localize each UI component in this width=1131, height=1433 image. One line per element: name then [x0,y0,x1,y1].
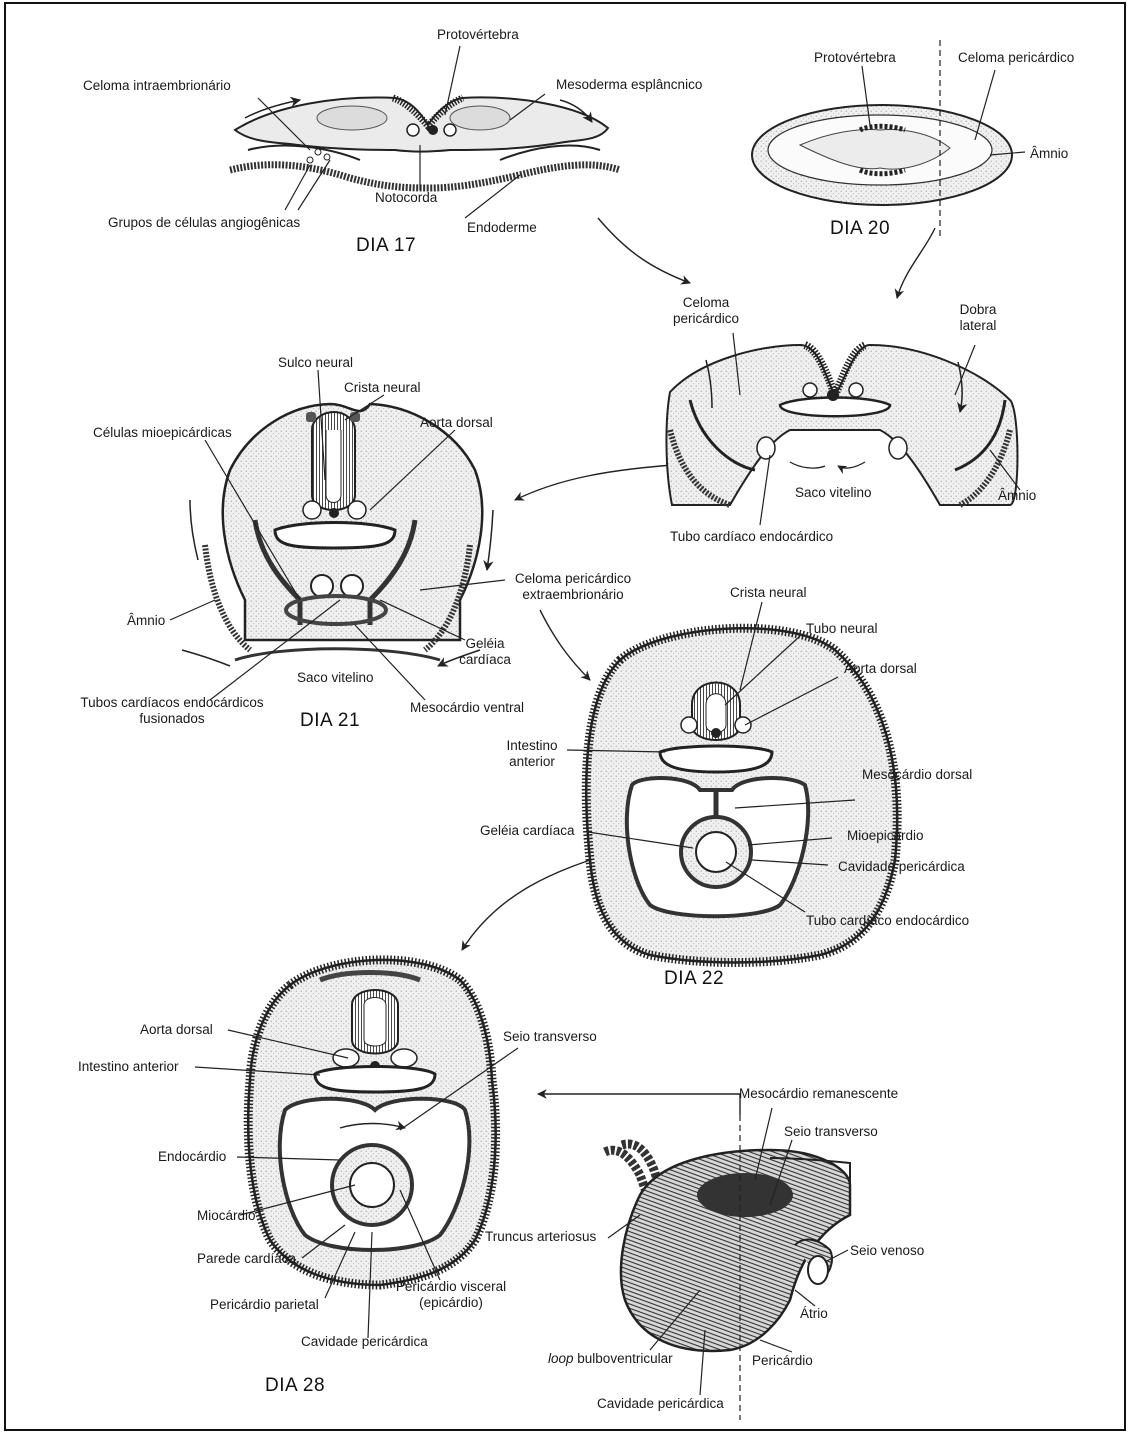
label-amnio-20: Âmnio [1030,146,1068,162]
label-saco-vitelino-mid: Saco vitelino [795,485,872,501]
day20-section [752,40,1025,240]
label-endocardio: Endocárdio [158,1149,226,1165]
label-aorta-dorsal-21: Aorta dorsal [420,415,493,431]
label-mesocardio-remanescente: Mesocárdio remanescente [739,1086,898,1102]
label-celoma-pericardico-20: Celoma pericárdico [958,50,1074,66]
label-cavidade-pericardica-22: Cavidade pericárdica [838,859,965,875]
label-endoderme: Endoderme [467,220,537,236]
label-parede-cardiaca: Parede cardíaca [197,1251,296,1267]
label-seio-transverso-28: Seio transverso [503,1029,597,1045]
label-mesoderma-esplancnico: Mesoderma esplâncnico [556,77,702,93]
day22-section [567,602,897,963]
label-sulco-neural: Sulco neural [278,355,353,371]
label-tubo-cardiaco-mid: Tubo cardíaco endocárdico [670,529,833,545]
label-crista-neural-21: Crista neural [344,380,421,396]
label-mioepicardio: Mioepicárdio [847,828,924,844]
label-truncus-arteriosus: Truncus arteriosus [485,1229,596,1245]
label-cavidade-pericardica-heart: Cavidade pericárdica [597,1396,724,1412]
label-pericardio-visceral: Pericárdio visceral(epicárdio) [396,1279,506,1310]
day21-title: DIA 21 [300,710,360,732]
label-aorta-dorsal-28: Aorta dorsal [140,1022,213,1038]
day28-title: DIA 28 [265,1375,325,1397]
label-cavidade-pericardica-28: Cavidade pericárdica [301,1334,428,1350]
label-loop-bulboventricular: loop bulboventricular [548,1351,673,1367]
label-celulas-mioepicardicas: Células mioepicárdicas [93,425,232,441]
label-protovertebra-20: Protovértebra [814,50,896,66]
label-pericardio-heart: Pericárdio [752,1353,813,1369]
label-miocardio: Miocárdio [197,1208,256,1224]
label-tubo-neural: Tubo neural [806,621,878,637]
day17-title: DIA 17 [356,235,416,257]
label-saco-vitelino-21: Saco vitelino [297,670,374,686]
label-amnio-21: Âmnio [127,613,165,629]
label-protovertebra-17: Protovértebra [437,27,519,43]
label-notocorda: Notocorda [375,190,437,206]
label-intestino-anterior-28: Intestino anterior [78,1059,179,1075]
label-mesocardio-dorsal: Mesocárdio dorsal [862,767,972,783]
label-celoma-intraembrionario: Celoma intraembrionário [83,78,231,94]
day22-title: DIA 22 [664,968,724,990]
label-atrio: Átrio [800,1306,828,1322]
label-grupos-celulas: Grupos de células angiogênicas [108,215,300,231]
label-tubo-cardiaco-22: Tubo cardíaco endocárdico [806,913,969,929]
label-geleia-cardiaca-22: Geléia cardíaca [480,823,575,839]
label-mesocardio-ventral: Mesocárdio ventral [410,700,524,716]
label-amnio-mid: Âmnio [998,488,1036,504]
heart-section [605,1108,850,1420]
label-seio-venoso: Seio venoso [850,1243,924,1259]
label-seio-transverso-heart: Seio transverso [784,1124,878,1140]
label-pericardio-parietal: Pericárdio parietal [210,1297,319,1313]
label-aorta-dorsal-22: Aorta dorsal [844,661,917,677]
day20-title: DIA 20 [830,218,890,240]
label-crista-neural-22: Crista neural [730,585,807,601]
